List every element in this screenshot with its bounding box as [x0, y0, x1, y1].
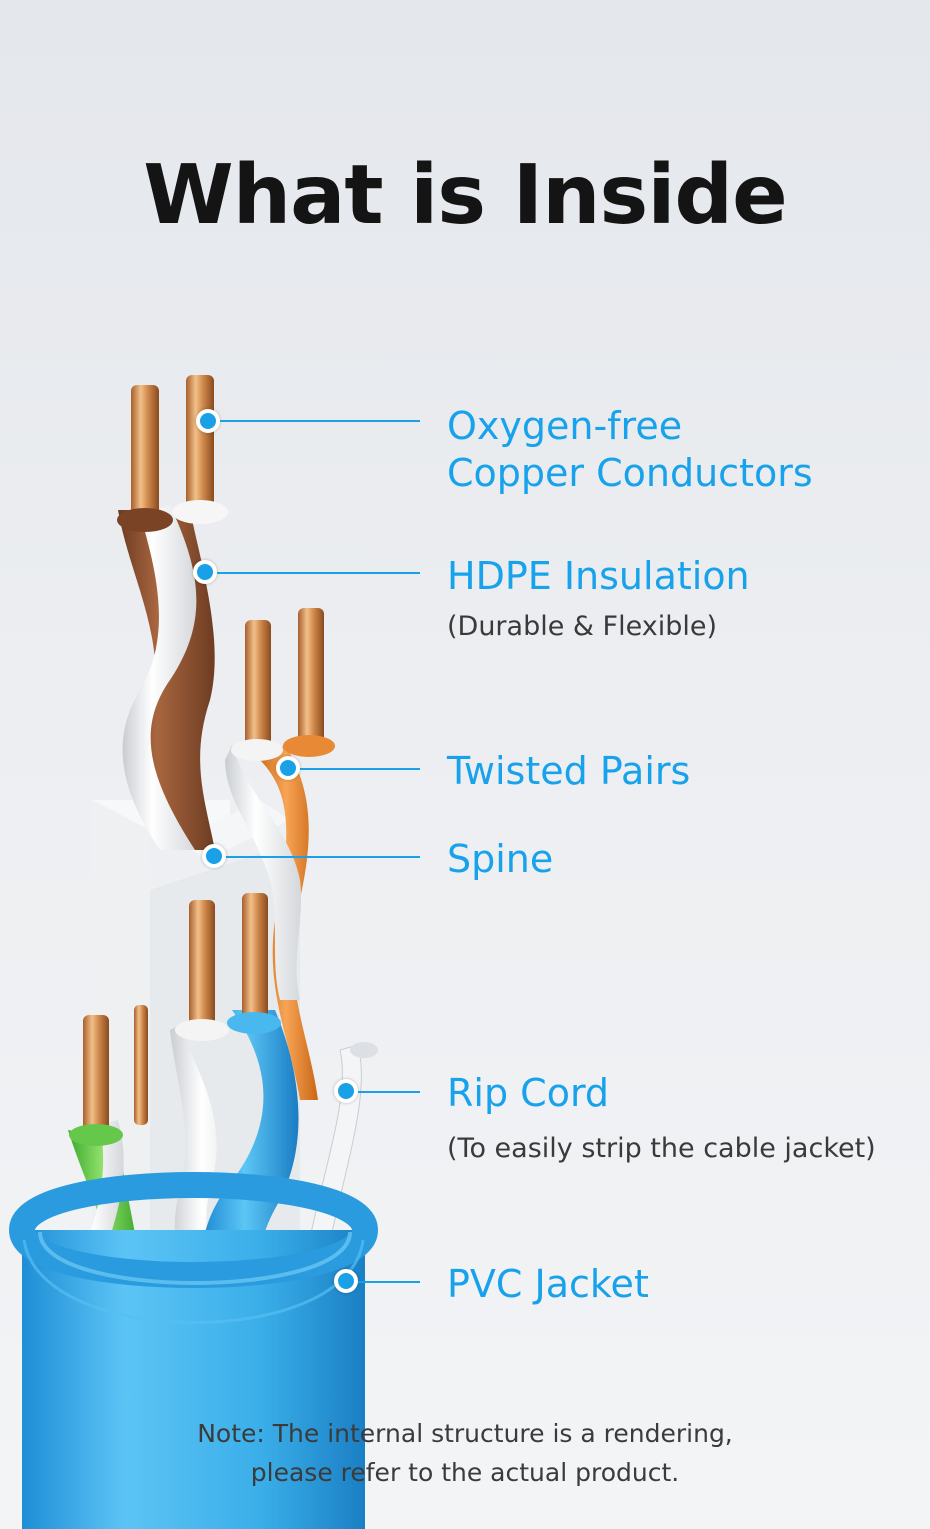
callout-line-insulation — [217, 572, 420, 574]
label-copper-line1: Oxygen-free — [447, 404, 683, 448]
label-rip-cord: Rip Cord — [447, 1071, 610, 1115]
brown-white-pair — [117, 375, 228, 850]
label-twisted-pairs: Twisted Pairs — [447, 749, 691, 793]
callout-dot-insulation — [193, 560, 217, 584]
callout-line-twisted-pairs — [300, 768, 420, 770]
callout-line-spine — [226, 856, 420, 858]
page-title: What is Inside — [143, 148, 787, 243]
label-copper-line2: Copper Conductors — [447, 451, 813, 495]
pvc-jacket — [8, 1172, 379, 1529]
note-line2: please refer to the actual product. — [250, 1458, 680, 1487]
note-line1: Note: The internal structure is a render… — [197, 1419, 733, 1448]
orange-white-pair — [225, 608, 335, 1100]
callout-line-rip-cord — [358, 1091, 420, 1093]
callout-dot-rip-cord — [334, 1079, 358, 1103]
callout-line-pvc-jacket — [358, 1281, 420, 1283]
callout-dot-twisted-pairs — [276, 756, 300, 780]
sub-insulation: (Durable & Flexible) — [447, 611, 717, 642]
label-insulation: HDPE Insulation — [447, 554, 750, 598]
label-spine: Spine — [447, 837, 554, 881]
callout-dot-pvc-jacket — [334, 1269, 358, 1293]
label-pvc-jacket: PVC Jacket — [447, 1262, 649, 1306]
sub-rip-cord: (To easily strip the cable jacket) — [447, 1133, 876, 1164]
callout-dot-copper — [196, 409, 220, 433]
callout-dot-spine — [202, 844, 226, 868]
callout-line-copper — [220, 420, 420, 422]
